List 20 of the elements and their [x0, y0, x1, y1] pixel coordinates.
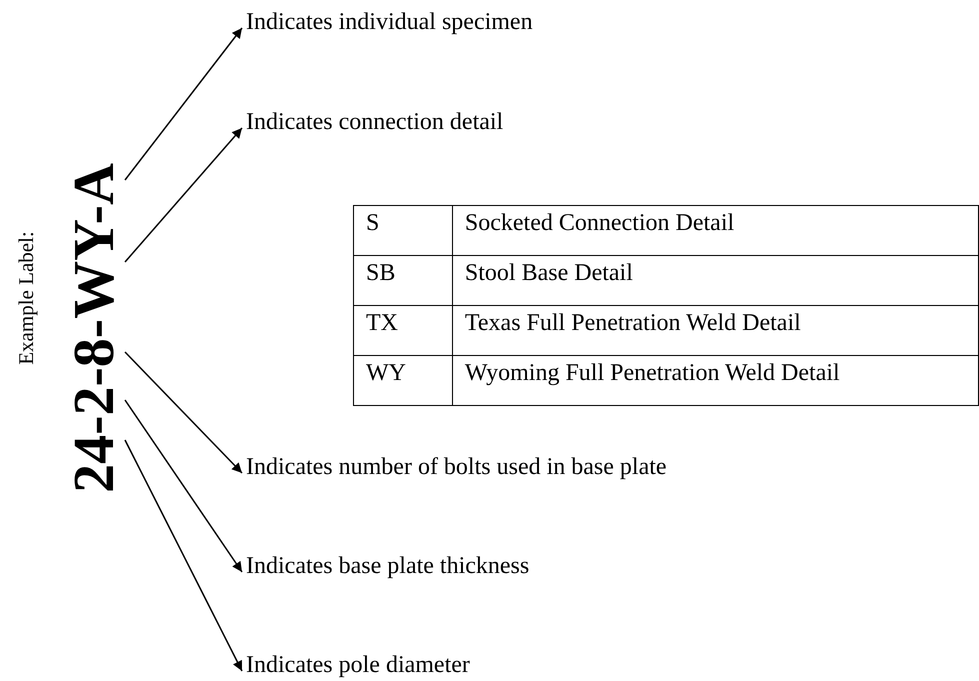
table-cell: WY: [354, 356, 452, 406]
table-cell: Texas Full Penetration Weld Detail: [452, 306, 978, 356]
leader-line: [124, 28, 243, 180]
callout-text: Indicates pole diameter: [246, 651, 470, 679]
table-cell: SB: [354, 256, 452, 306]
callout-text: Indicates connection detail: [246, 108, 504, 136]
callout-text: Indicates individual specimen: [246, 8, 533, 36]
leader-line: [124, 351, 243, 474]
table-cell: TX: [354, 306, 452, 356]
caption-text: Example Label:: [14, 230, 38, 367]
callout-text: Indicates number of bolts used in base plate: [246, 453, 667, 481]
table-cell: Socketed Connection Detail: [452, 206, 978, 256]
leader-line: [124, 128, 243, 262]
leader-line: [124, 440, 243, 672]
leader-line: [124, 400, 243, 572]
table-cell: S: [354, 206, 452, 256]
specimen-label-code: 24-2-8-WY-A: [65, 158, 123, 498]
table-cell: Wyoming Full Penetration Weld Detail: [452, 356, 978, 406]
table-cell: Stool Base Detail: [452, 256, 978, 306]
callout-text: Indicates base plate thickness: [246, 552, 530, 580]
